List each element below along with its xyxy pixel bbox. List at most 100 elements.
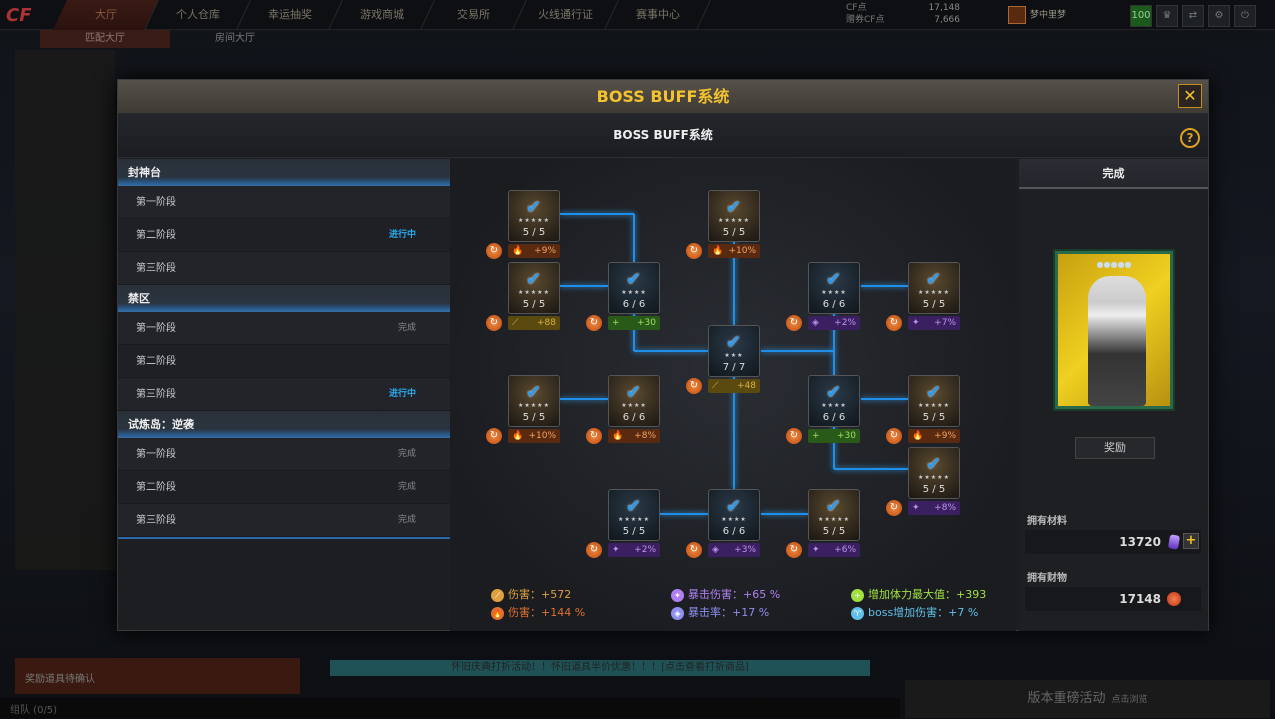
username: 梦中里梦 xyxy=(1030,10,1067,21)
buff-icon[interactable]: ✔★★★★★5 / 5 xyxy=(908,375,960,427)
node-stars: ★★★★ xyxy=(621,402,647,409)
subnav-tab[interactable]: 匹配大厅 xyxy=(40,30,170,48)
buff-icon[interactable]: ✔★★★★★5 / 5 xyxy=(908,262,960,314)
buff-icon[interactable]: ✔★★★★★5 / 5 xyxy=(708,190,760,242)
stage-item[interactable]: 第二阶段进行中 xyxy=(118,219,450,252)
buff-icon[interactable]: ✔★★★★★5 / 5 xyxy=(908,447,960,499)
reset-icon[interactable]: ↻ xyxy=(586,542,602,558)
buff-icon[interactable]: ✔★★★★6 / 6 xyxy=(708,489,760,541)
nav-tab[interactable]: 个人仓库 xyxy=(145,0,251,30)
check-icon: ✔ xyxy=(626,269,642,290)
stage-status: 完成 xyxy=(397,323,416,333)
nav-tab-label: 大厅 xyxy=(94,8,117,21)
buff-icon[interactable]: ✔★★★★★5 / 5 xyxy=(608,489,660,541)
node-stars: ★★★ xyxy=(724,352,744,359)
stage-item[interactable]: 第二阶段 xyxy=(118,345,450,378)
subnav-tab[interactable]: 房间大厅 xyxy=(215,33,255,44)
reset-icon[interactable]: ↻ xyxy=(686,542,702,558)
reset-icon[interactable]: ↻ xyxy=(586,428,602,444)
summary-text: 伤害：+144 % xyxy=(508,606,586,619)
nav-tab[interactable]: 大厅 xyxy=(53,0,159,30)
bonus-badge: ⟋+48 xyxy=(708,379,760,393)
news-ticker[interactable]: 怀旧庆典打折活动！！怀旧道具半价优惠！！！[点击查看打折商品] xyxy=(330,660,870,676)
stage-item[interactable]: 第三阶段进行中 xyxy=(118,378,450,411)
stage-item[interactable]: 第一阶段完成 xyxy=(118,438,450,471)
stage-group-header[interactable]: 试炼岛：逆袭 xyxy=(118,411,450,438)
stage-status: 完成 xyxy=(397,482,416,492)
check-icon: ✔ xyxy=(726,332,742,353)
buff-icon[interactable]: ✔★★★★★5 / 5 xyxy=(808,489,860,541)
fire-icon: 🔥 xyxy=(712,246,724,256)
stage-label: 第三阶段 xyxy=(136,263,176,274)
bonus-badge: 🔥+8% xyxy=(608,429,660,443)
stage-item[interactable]: 第一阶段 xyxy=(118,186,450,219)
critrate-icon: ◈ xyxy=(671,606,684,620)
reset-icon[interactable]: ↻ xyxy=(686,378,702,394)
buff-icon[interactable]: ✔★★★★6 / 6 xyxy=(808,375,860,427)
node-stars: ★★★★★ xyxy=(518,402,550,409)
summary-item: ◈暴击率：+17 % xyxy=(671,604,769,620)
reset-icon[interactable]: ↻ xyxy=(486,315,502,331)
stage-item[interactable]: 第三阶段 xyxy=(118,252,450,285)
reset-icon[interactable]: ↻ xyxy=(786,428,802,444)
node-stars: ★★★★ xyxy=(821,402,847,409)
event-banner[interactable]: 版本重磅活动点击浏览 xyxy=(905,680,1270,718)
stage-item[interactable]: 第一阶段完成 xyxy=(118,312,450,345)
wealth-value: 17148 xyxy=(1119,592,1161,606)
power-icon[interactable]: ⏻ xyxy=(1234,5,1256,27)
node-progress: 5 / 5 xyxy=(522,299,546,310)
fire-icon: 🔥 xyxy=(512,246,524,256)
nav-tab[interactable]: 赛事中心 xyxy=(605,0,711,30)
help-icon[interactable]: ? xyxy=(1180,128,1200,148)
bonus-value: +30 xyxy=(637,318,656,328)
buff-icon[interactable]: ✔★★★★★5 / 5 xyxy=(508,375,560,427)
nav-tab[interactable]: 幸运抽奖 xyxy=(237,0,343,30)
bonus-badge: ✦+2% xyxy=(608,543,660,557)
buff-icon[interactable]: ✔★★★ 7 / 7 xyxy=(708,325,760,377)
bonus-value: +10% xyxy=(728,246,756,256)
card-stars: ●●●●● xyxy=(1096,260,1132,269)
reset-icon[interactable]: ↻ xyxy=(786,315,802,331)
critdmg-icon: ✦ xyxy=(912,503,920,513)
stage-item[interactable]: 第二阶段完成 xyxy=(118,471,450,504)
reward-button[interactable]: 奖励 xyxy=(1075,437,1155,459)
node-stars: ★★★★ xyxy=(721,516,747,523)
close-button[interactable]: ✕ xyxy=(1178,84,1202,108)
buff-icon[interactable]: ✔★★★★★5 / 5 xyxy=(508,190,560,242)
switch-icon[interactable]: ⇄ xyxy=(1182,5,1204,27)
reset-icon[interactable]: ↻ xyxy=(486,428,502,444)
hp-icon: + xyxy=(612,318,620,328)
main-nav: 大厅 个人仓库幸运抽奖游戏商城交易所火线通行证赛事中心 xyxy=(53,0,711,30)
rank-icon[interactable]: ♛ xyxy=(1156,5,1178,27)
add-materials-button[interactable]: + xyxy=(1183,533,1199,549)
bonus-cf-value: 7,666 xyxy=(934,15,960,25)
reset-icon[interactable]: ↻ xyxy=(886,428,902,444)
bonus-value: +8% xyxy=(934,503,956,513)
node-stars: ★★★★★ xyxy=(918,402,950,409)
reset-icon[interactable]: ↻ xyxy=(886,315,902,331)
buff-icon[interactable]: ✔★★★★★5 / 5 xyxy=(508,262,560,314)
buff-icon[interactable]: ✔★★★★6 / 6 xyxy=(808,262,860,314)
check-icon: ✔ xyxy=(826,382,842,403)
reset-icon[interactable]: ↻ xyxy=(886,500,902,516)
reset-icon[interactable]: ↻ xyxy=(686,243,702,259)
cf-logo: CF xyxy=(6,5,32,26)
stage-group-header[interactable]: 封神台 xyxy=(118,159,450,186)
gear-icon[interactable]: ⚙ xyxy=(1208,5,1230,27)
equipment-panel xyxy=(15,50,115,570)
nav-tab[interactable]: 游戏商城 xyxy=(329,0,435,30)
reward-confirm[interactable]: 奖励道具待确认 xyxy=(15,658,300,694)
stage-group-header[interactable]: 禁区 xyxy=(118,285,450,312)
stage-item[interactable]: 第三阶段完成 xyxy=(118,504,450,537)
status-header: 完成 xyxy=(1019,159,1208,189)
reset-icon[interactable]: ↻ xyxy=(486,243,502,259)
node-progress: 5 / 5 xyxy=(922,412,946,423)
nav-tab[interactable]: 交易所 xyxy=(421,0,527,30)
reset-icon[interactable]: ↻ xyxy=(786,542,802,558)
node-progress: 7 / 7 xyxy=(722,362,746,373)
buff-icon[interactable]: ✔★★★★6 / 6 xyxy=(608,262,660,314)
user-info[interactable]: 梦中里梦 xyxy=(1008,6,1066,24)
buff-icon[interactable]: ✔★★★★6 / 6 xyxy=(608,375,660,427)
nav-tab[interactable]: 火线通行证 xyxy=(513,0,619,30)
reset-icon[interactable]: ↻ xyxy=(586,315,602,331)
